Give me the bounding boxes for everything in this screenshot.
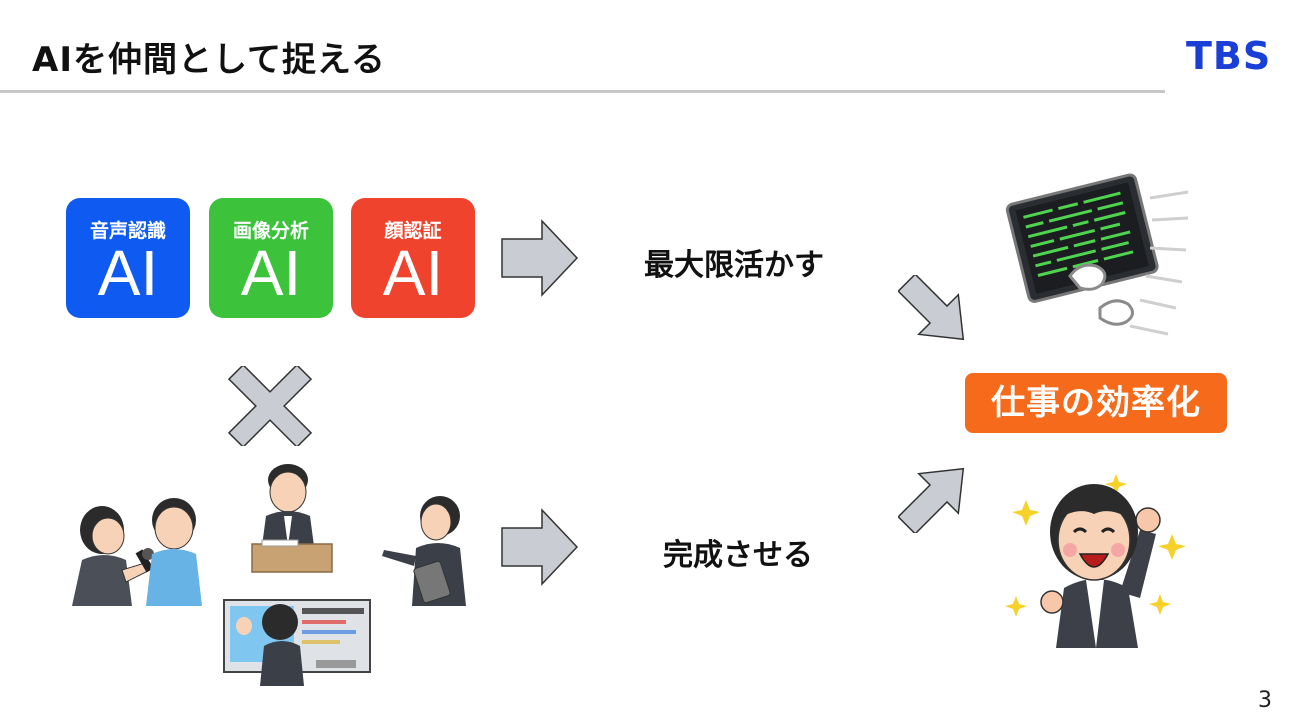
result-badge: 仕事の効率化 bbox=[965, 373, 1227, 433]
ai-tile-text: AI bbox=[97, 237, 159, 309]
happy-woman-illustration bbox=[1005, 474, 1186, 648]
title-divider bbox=[0, 90, 1165, 93]
diagonal-arrow-icon bbox=[898, 467, 965, 533]
computer-worker-illustration bbox=[1005, 173, 1189, 336]
ai-tile-speech: 音声認識 AI bbox=[66, 198, 190, 318]
diagonal-arrow-icon bbox=[898, 275, 965, 341]
news-staff-illustrations bbox=[72, 464, 466, 686]
slide-title: AIを仲間として捉える bbox=[32, 40, 386, 80]
ai-tile-label: 画像分析 bbox=[232, 220, 309, 242]
right-arrow-icon bbox=[501, 508, 579, 586]
ai-tile-image: 画像分析 AI bbox=[209, 198, 333, 318]
page-number: 3 bbox=[1258, 688, 1272, 713]
phrase-maximize: 最大限活かす bbox=[644, 248, 824, 283]
phrase-complete: 完成させる bbox=[663, 538, 813, 573]
ai-tile-label: 顔認証 bbox=[384, 220, 442, 242]
right-arrow-icon bbox=[501, 219, 579, 297]
multiply-icon bbox=[228, 366, 312, 446]
ai-tile-label: 音声認識 bbox=[89, 220, 166, 242]
brand-logo: TBS bbox=[1186, 34, 1272, 78]
ai-tile-face: 顔認証 AI bbox=[351, 198, 475, 318]
ai-tile-text: AI bbox=[240, 237, 302, 309]
ai-tile-text: AI bbox=[382, 237, 444, 309]
